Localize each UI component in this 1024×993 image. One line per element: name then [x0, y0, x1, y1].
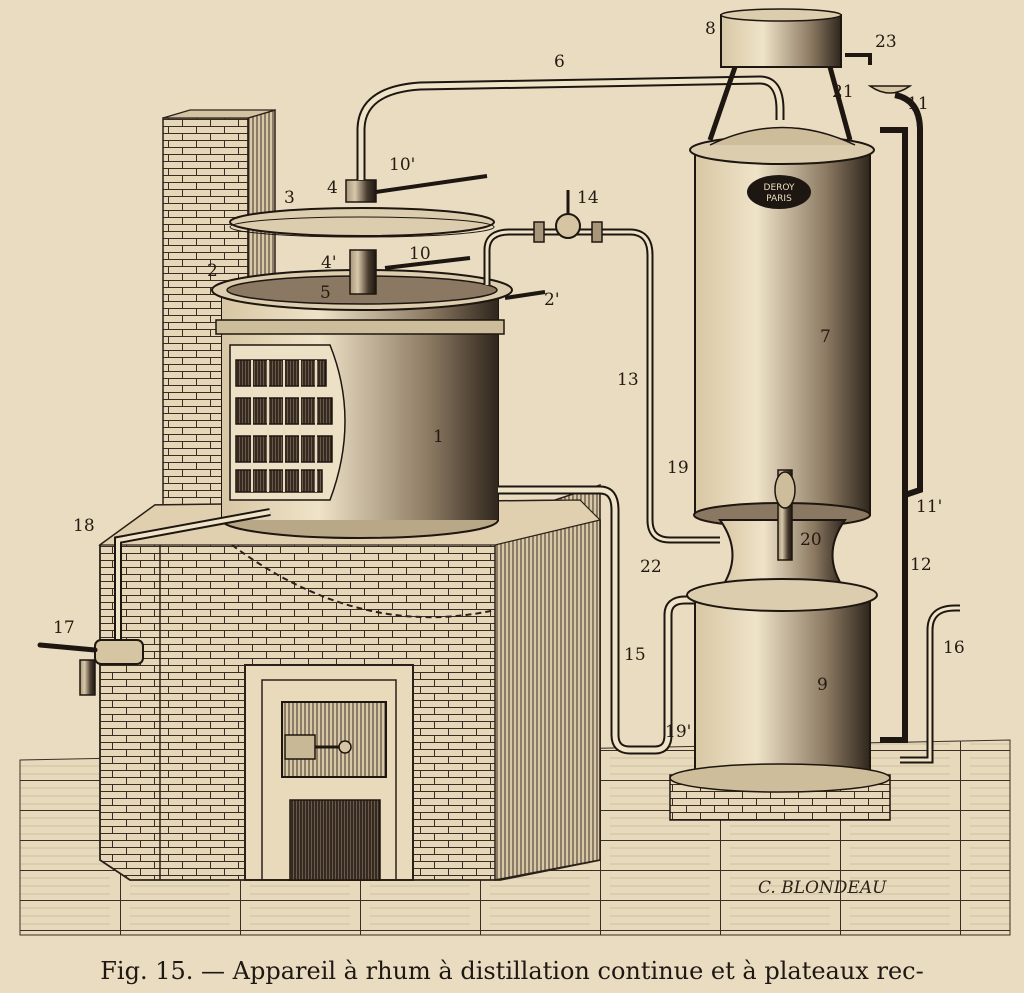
label-19: 19	[667, 458, 689, 478]
label-16: 16	[943, 638, 965, 658]
label-10: 10	[409, 244, 431, 264]
label-14: 14	[577, 188, 599, 208]
pipe-12	[880, 127, 908, 743]
label-11-prime: 11'	[916, 497, 942, 517]
engraver-signature: C. BLONDEAU	[758, 878, 887, 898]
label-22: 22	[640, 557, 662, 577]
label-2-prime: 2'	[544, 290, 560, 310]
label-2: 2	[207, 261, 218, 281]
callout-labels: 1 2 2' 3 4 4' 5 6 7 8 9 10 10' 11 11' 12…	[53, 19, 965, 742]
label-11: 11	[907, 94, 929, 114]
tap-17	[37, 639, 144, 696]
lower-vessel-9	[669, 578, 891, 821]
plate-line-1: DEROY	[764, 183, 795, 193]
label-3: 3	[284, 188, 295, 208]
furnace-door	[244, 664, 414, 881]
label-17: 17	[53, 618, 75, 638]
boiler-lid	[229, 174, 546, 300]
label-4-prime: 4'	[321, 253, 337, 273]
boiler-vessel	[211, 269, 513, 539]
figure-caption: Fig. 15. — Appareil à rhum à distillatio…	[100, 957, 924, 985]
label-1: 1	[433, 427, 444, 447]
label-20: 20	[800, 530, 822, 550]
maker-plate	[747, 175, 811, 209]
valve-14	[533, 190, 603, 243]
label-10-prime: 10'	[389, 155, 415, 175]
label-8: 8	[705, 19, 716, 39]
label-15: 15	[624, 645, 646, 665]
label-4: 4	[327, 178, 338, 198]
top-vessel-8	[707, 8, 913, 141]
pipe-11	[894, 92, 923, 498]
label-5: 5	[320, 283, 331, 303]
label-23: 23	[875, 32, 897, 52]
rectifying-column: DEROY PARIS	[689, 126, 875, 528]
label-6: 6	[554, 52, 565, 72]
label-19-prime: 19'	[665, 722, 691, 742]
label-13: 13	[617, 370, 639, 390]
column-neck	[718, 469, 847, 591]
label-12: 12	[910, 555, 932, 575]
label-9: 9	[817, 675, 828, 695]
plate-line-2: PARIS	[766, 194, 792, 204]
label-7: 7	[820, 327, 831, 347]
label-21: 21	[832, 82, 854, 102]
label-18: 18	[73, 516, 95, 536]
